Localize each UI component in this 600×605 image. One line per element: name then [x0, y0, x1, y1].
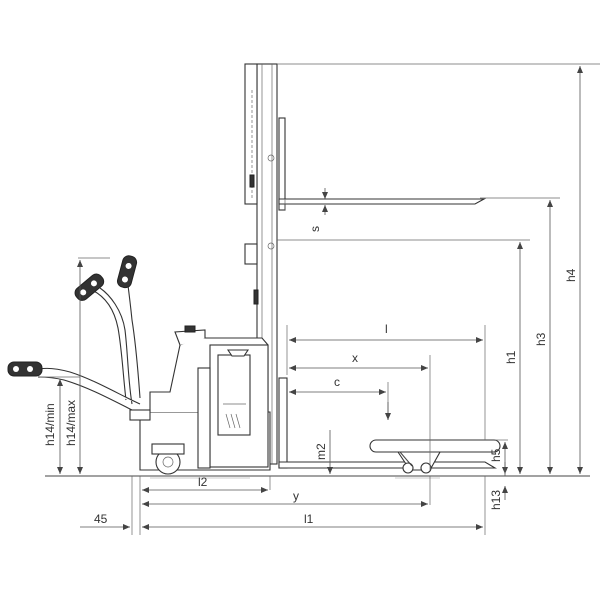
truck-chassis [129, 325, 271, 471]
label-m2: m2 [314, 443, 328, 460]
label-c: c [334, 375, 340, 389]
raised-fork [278, 117, 487, 211]
label-h1: h1 [504, 350, 518, 364]
label-45: 45 [94, 512, 108, 526]
label-h4: h4 [564, 268, 578, 282]
label-h14-min: h14/min [43, 403, 57, 446]
label-h5: h5 [489, 448, 503, 462]
base-leg-and-wheel [369, 439, 501, 474]
label-l: l [385, 322, 388, 336]
label-y: y [293, 489, 299, 503]
lowered-fork [278, 377, 497, 469]
drive-wheel [151, 443, 185, 475]
label-s: s [308, 226, 322, 232]
tiller-arm-vertical [91, 269, 141, 405]
label-h3: h3 [534, 332, 548, 346]
dim-lines [40, 63, 600, 535]
label-l1: l1 [304, 512, 314, 526]
label-l2: l2 [198, 475, 208, 489]
label-h14-max: h14/max [64, 400, 78, 446]
label-x: x [352, 351, 358, 365]
label-h13: h13 [489, 490, 503, 510]
